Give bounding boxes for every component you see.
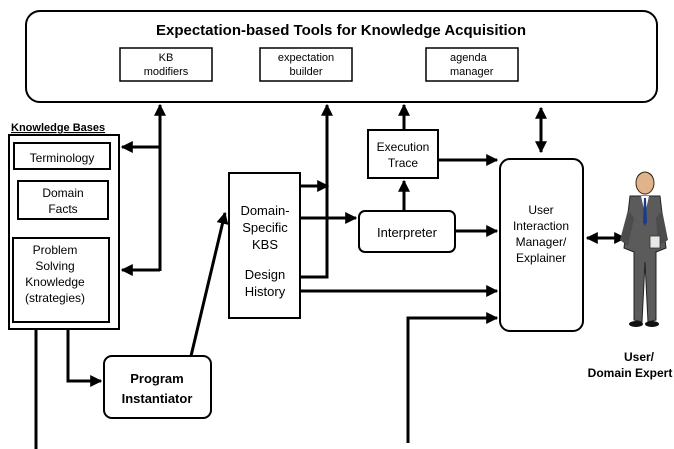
agenda-manager-line2: manager <box>450 66 494 78</box>
interpreter-label: Interpreter <box>377 225 438 240</box>
problem-solving-line1: Problem <box>33 243 78 257</box>
arrow-kb-to-instantiator <box>66 329 103 387</box>
user-interaction-box: User Interaction Manager/ Explainer <box>499 158 584 332</box>
agenda-manager-line1: agenda <box>450 52 488 64</box>
arrow-instantiator-to-kbs <box>189 211 229 357</box>
user-interaction-line1: User <box>528 203 553 217</box>
expectation-builder-box: expectation builder <box>259 47 353 82</box>
tools-title: Expectation-based Tools for Knowledge Ac… <box>156 22 526 39</box>
execution-trace-box: Execution Trace <box>367 129 439 179</box>
kb-modifiers-box: KB modifiers <box>119 47 213 82</box>
user-label-line1: User/ <box>624 350 655 364</box>
kb-modifiers-line2: modifiers <box>144 66 189 78</box>
user-interaction-line4: Explainer <box>516 251 566 265</box>
domain-kbs-box: Domain- Specific KBS Design History <box>228 172 301 319</box>
program-instantiator-line2: Instantiator <box>122 391 193 406</box>
user-interaction-line3: Manager/ <box>516 235 567 249</box>
domain-facts-box: Domain Facts <box>17 180 109 220</box>
domain-kbs-line1: Domain- <box>240 203 289 218</box>
kb-modifiers-line1: KB <box>159 52 174 64</box>
domain-kbs-line5: History <box>245 284 286 299</box>
user-interaction-line2: Interaction <box>513 219 569 233</box>
connectors <box>34 103 627 449</box>
expectation-builder-line2: builder <box>289 66 322 78</box>
execution-trace-line2: Trace <box>388 156 419 170</box>
domain-kbs-line2: Specific <box>242 220 288 235</box>
program-instantiator-line1: Program <box>130 371 183 386</box>
problem-solving-line2: Solving <box>35 259 74 273</box>
domain-kbs-line4: Design <box>245 267 285 282</box>
agenda-manager-box: agenda manager <box>425 47 519 82</box>
problem-solving-line4: (strategies) <box>25 291 85 305</box>
interpreter-box: Interpreter <box>358 210 456 253</box>
expectation-builder-connector <box>300 103 333 279</box>
terminology-label: Terminology <box>30 151 95 165</box>
problem-solving-box: Problem Solving Knowledge (strategies) <box>12 237 110 323</box>
arrow-lower-input-to-ui <box>406 312 499 443</box>
domain-kbs-line3: KBS <box>252 237 278 252</box>
user-label-line2: Domain Expert <box>588 366 673 380</box>
knowledge-bases-title: Knowledge Bases <box>11 122 105 134</box>
tools-panel: Expectation-based Tools for Knowledge Ac… <box>25 10 658 103</box>
execution-trace-line1: Execution <box>377 140 430 154</box>
problem-solving-line3: Knowledge <box>25 275 85 289</box>
domain-facts-line2: Facts <box>48 202 77 216</box>
user-expert-figure <box>620 171 668 327</box>
knowledge-bases-panel: Knowledge Bases Terminology Domain Facts… <box>8 122 120 330</box>
expectation-builder-line1: expectation <box>278 52 334 64</box>
terminology-box: Terminology <box>13 142 111 170</box>
domain-facts-line1: Domain <box>42 186 83 200</box>
program-instantiator-box: Program Instantiator <box>103 355 212 419</box>
